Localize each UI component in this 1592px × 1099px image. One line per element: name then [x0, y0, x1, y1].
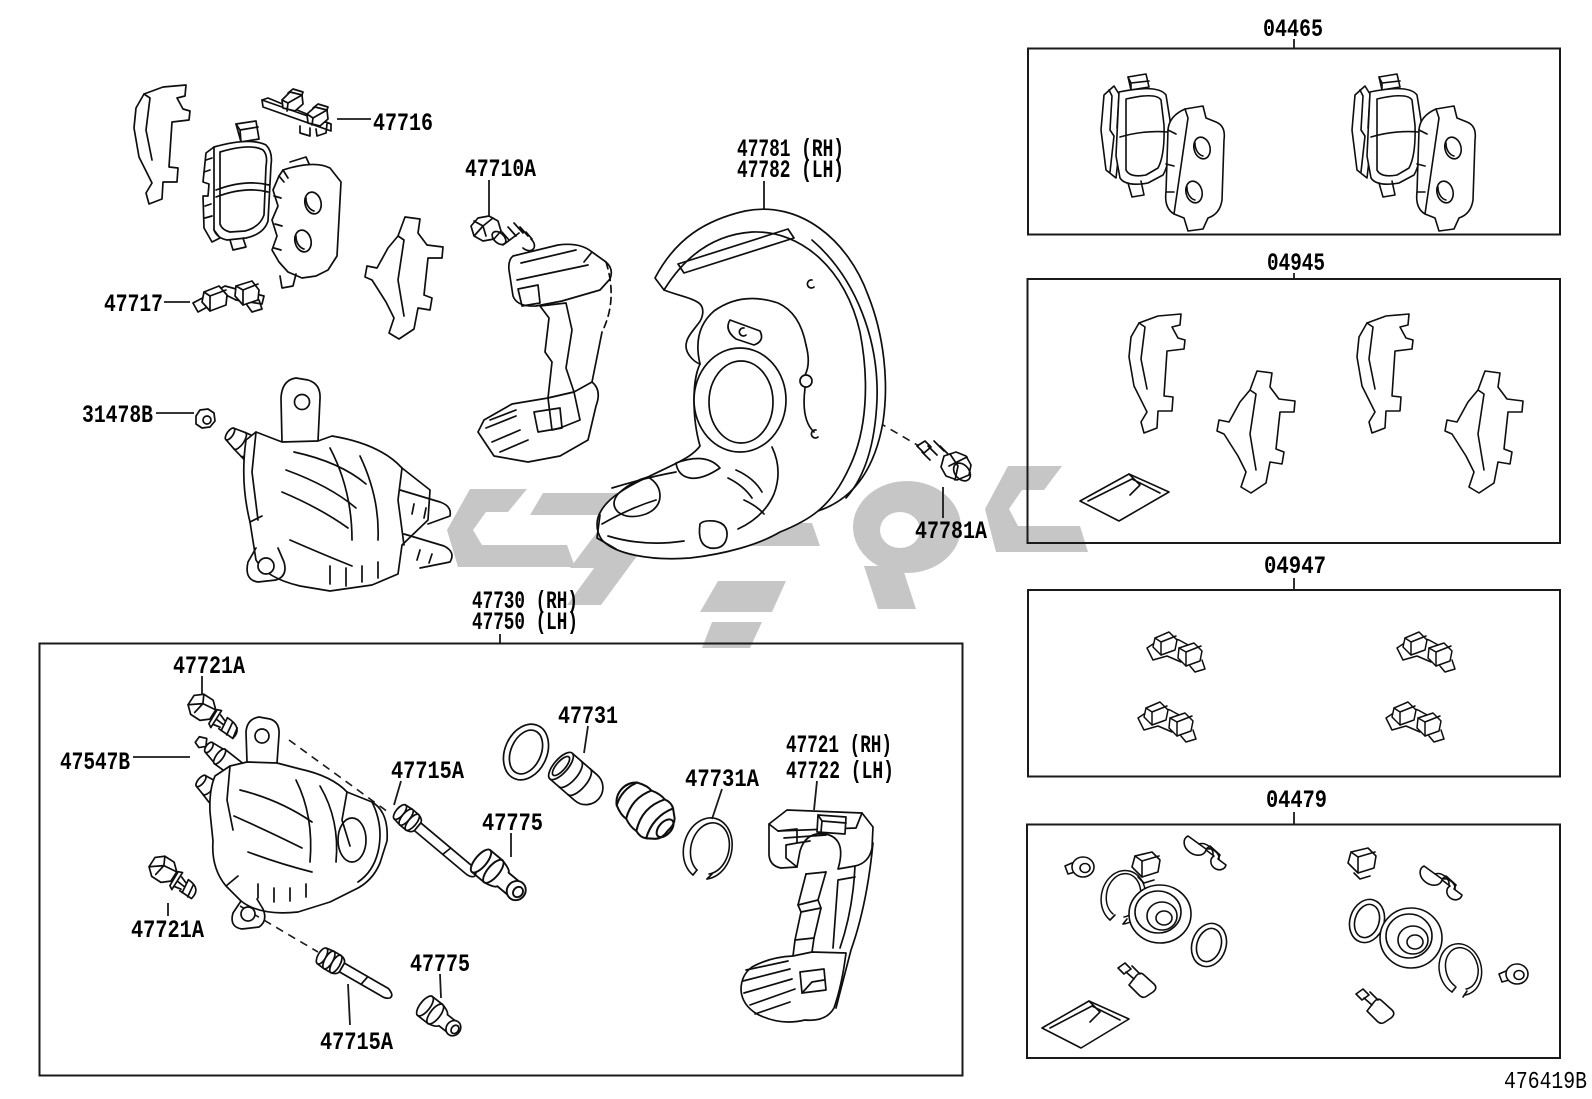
svg-text:47730 (RH): 47730 (RH)	[472, 587, 578, 615]
svg-text:47781 (RH): 47781 (RH)	[737, 135, 844, 163]
svg-text:47717: 47717	[104, 290, 163, 318]
svg-text:47750 (LH): 47750 (LH)	[472, 608, 578, 636]
svg-text:47721A: 47721A	[131, 916, 204, 944]
svg-text:47721 (RH): 47721 (RH)	[786, 731, 892, 759]
svg-text:47722 (LH): 47722 (LH)	[786, 757, 894, 785]
svg-text:47710A: 47710A	[465, 155, 536, 183]
svg-text:04465: 04465	[1263, 15, 1323, 43]
svg-text:47716: 47716	[373, 109, 433, 137]
svg-text:47731: 47731	[558, 702, 618, 730]
svg-text:47715A: 47715A	[320, 1028, 393, 1056]
svg-text:47782 (LH): 47782 (LH)	[737, 156, 844, 184]
svg-text:04945: 04945	[1267, 249, 1325, 277]
svg-text:47775: 47775	[482, 809, 543, 837]
svg-text:47775: 47775	[410, 950, 470, 978]
svg-text:47781A: 47781A	[915, 517, 987, 545]
svg-text:47721A: 47721A	[173, 652, 245, 680]
svg-text:476419B: 476419B	[1504, 1068, 1587, 1095]
svg-text:04479: 04479	[1266, 786, 1327, 814]
svg-text:47731A: 47731A	[685, 765, 759, 793]
svg-text:31478B: 31478B	[82, 401, 153, 429]
svg-text:04947: 04947	[1264, 552, 1326, 580]
svg-text:47547B: 47547B	[60, 748, 130, 776]
svg-text:47715A: 47715A	[391, 757, 464, 785]
